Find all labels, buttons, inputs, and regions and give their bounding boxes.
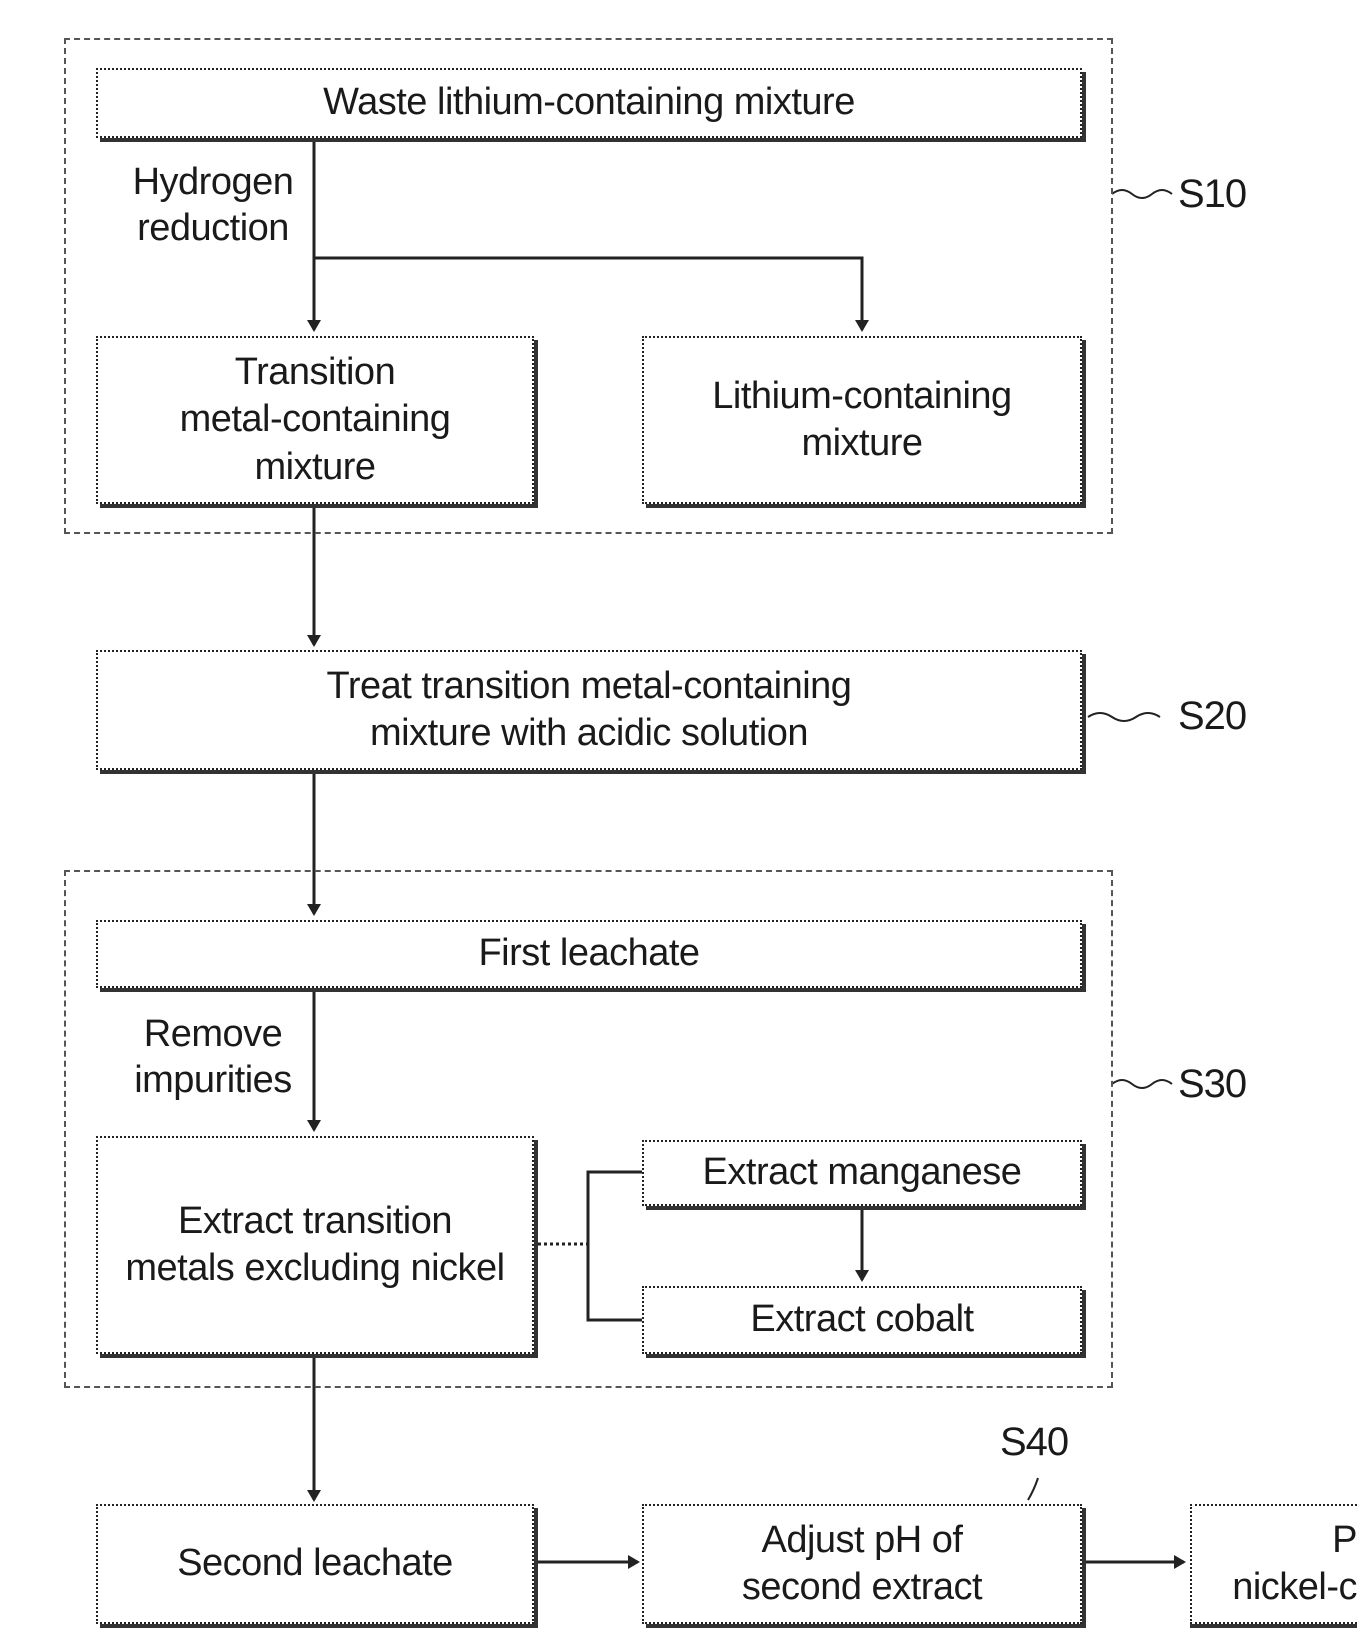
label-hydrogen-reduction: Hydrogen reduction: [118, 160, 308, 251]
box-treat-acid: Treat transition metal-containing mixtur…: [96, 650, 1082, 770]
leader-s20: [1088, 713, 1160, 721]
box-lithium-mixture: Lithium-containing mixture: [642, 336, 1082, 504]
step-label-s10: S10: [1178, 172, 1246, 217]
leader-s40: [1028, 1478, 1038, 1500]
box-second-leachate: Second leachate: [96, 1504, 534, 1624]
label-remove-impurities: Remove impurities: [118, 1012, 308, 1103]
box-first-leachate: First leachate: [96, 920, 1082, 988]
box-extract-manganese: Extract manganese: [642, 1140, 1082, 1206]
box-partial-offpage: P nickel-c: [1190, 1504, 1357, 1624]
leader-s30: [1112, 1080, 1172, 1088]
box-waste-mixture: Waste lithium-containing mixture: [96, 68, 1082, 138]
step-label-s30: S30: [1178, 1062, 1246, 1107]
leader-s10: [1112, 190, 1172, 198]
box-transition-mixture: Transition metal-containing mixture: [96, 336, 534, 504]
box-adjust-ph: Adjust pH of second extract: [642, 1504, 1082, 1624]
step-label-s20: S20: [1178, 694, 1246, 739]
box-extract-cobalt: Extract cobalt: [642, 1286, 1082, 1354]
box-extract-transition: Extract transition metals excluding nick…: [96, 1136, 534, 1354]
step-label-s40: S40: [1000, 1420, 1068, 1465]
